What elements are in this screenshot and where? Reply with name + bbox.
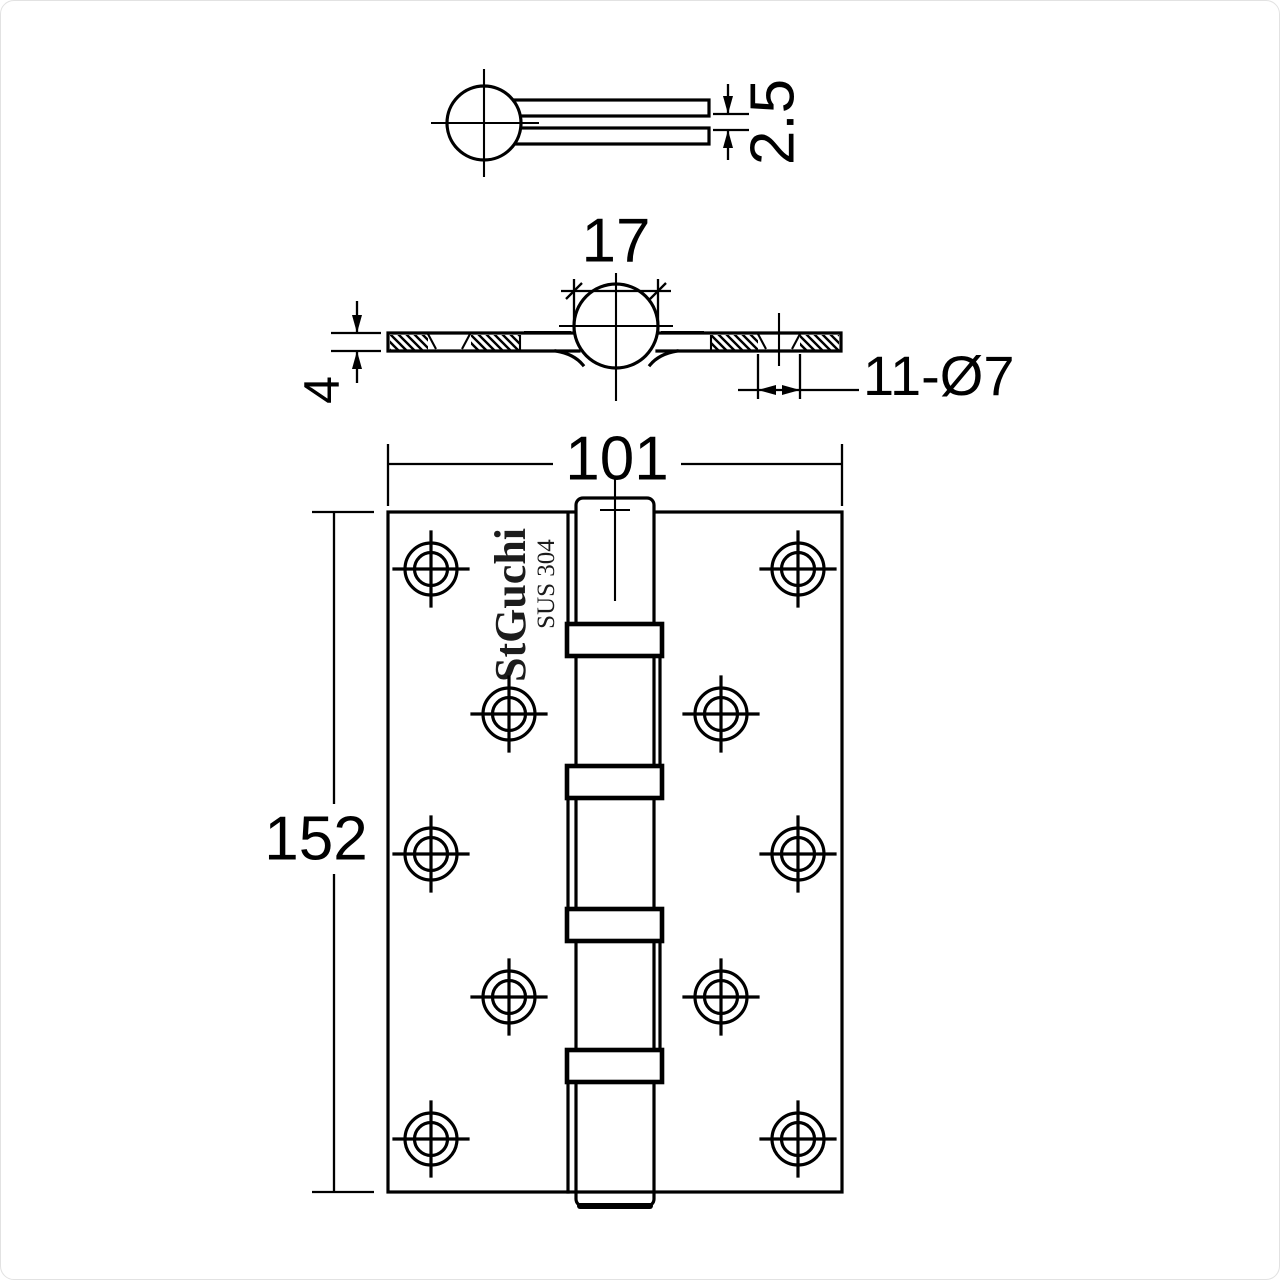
screw-hole [392,1100,470,1178]
dim-plate-width-label: 101 [565,425,668,494]
screw-hole [759,815,837,893]
section-hatch-3 [711,335,758,350]
bearing-ring [564,763,665,801]
front-view: StGuchi SUS 304 [264,425,844,1209]
top-view: 2.5 [431,69,808,177]
dim-plate-thickness-label: 4 [294,376,350,404]
bearing-ring [564,1047,665,1085]
material-label: SUS 304 [533,539,560,629]
screw-hole [682,675,760,753]
screw-hole [759,530,837,608]
section-hatch-4 [800,335,839,350]
dim-plate-width: 101 [386,425,844,506]
top-view-upper-leaf [501,98,711,118]
screw-hole [759,1100,837,1178]
dim-knuckle-width: 17 [561,207,671,331]
screw-hole [682,958,760,1036]
dim-leaf-thickness: 2.5 [713,79,808,165]
top-view-lower-leaf [501,126,711,146]
section-countersink-holes [427,330,801,350]
section-fillet-right [647,349,679,368]
dim-leaf-thickness-label: 2.5 [739,79,808,165]
hinge-barrel [564,477,665,1209]
brand-logo-text: StGuchi [486,528,535,682]
dim-hole-spec-label: 11-Ø7 [863,344,1014,407]
bearing-ring [564,621,665,659]
dim-plate-height: 152 [264,510,374,1194]
bearing-rings [564,621,665,1085]
section-left-leaf [386,331,581,353]
section-right-leaf [655,331,843,353]
screw-hole [470,958,548,1036]
section-fillet-left [554,349,586,368]
barrel-body [574,496,656,1208]
screw-hole [392,815,470,893]
bearing-ring [564,906,665,944]
section-hatch-2 [471,335,520,350]
dim-hole-spec: 11-Ø7 [738,344,1014,407]
screw-hole [392,530,470,608]
screw-holes [392,530,837,1178]
section-view: 17 4 11-Ø7 [294,207,1014,408]
dim-knuckle-width-label: 17 [582,207,651,276]
dim-plate-thickness: 4 [294,301,381,404]
screw-hole [470,675,548,753]
section-hatch-1 [390,335,428,350]
dim-plate-height-label: 152 [264,805,367,874]
